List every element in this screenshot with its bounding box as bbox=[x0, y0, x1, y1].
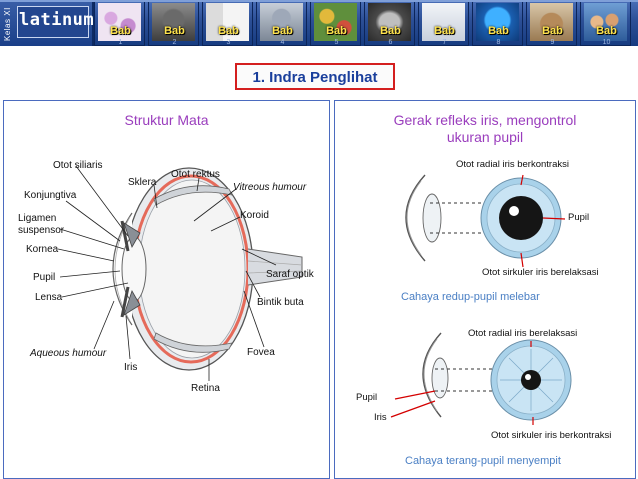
nav-bab-number: 1 bbox=[118, 39, 123, 46]
label-otot-siliaris: Otot siliaris bbox=[53, 160, 103, 171]
label-sklera: Sklera bbox=[128, 177, 157, 188]
nav-bab-number: 8 bbox=[496, 39, 501, 46]
caption-bright-light: Cahaya terang-pupil menyempit bbox=[405, 455, 561, 467]
nav-bab-label: Bab bbox=[272, 25, 293, 37]
bab-thumbnail-image bbox=[476, 3, 519, 41]
bab-thumbnail-image bbox=[368, 3, 411, 41]
bab-thumbnail-image bbox=[530, 3, 573, 41]
nav-bab-number: 5 bbox=[334, 39, 339, 46]
bab-thumbnail-image bbox=[314, 3, 357, 41]
logo-vertical-text: Kelas XI bbox=[3, 7, 12, 41]
label-konjungtiva: Konjungtiva bbox=[24, 190, 77, 201]
nav-bab-5[interactable]: Bab 5 bbox=[310, 0, 361, 46]
bab-thumbnail-image bbox=[260, 3, 303, 41]
iris-reflex-heading-line2: ukuran pupil bbox=[446, 129, 524, 145]
bab-thumbnail-image bbox=[98, 3, 141, 41]
label-vitreous-humour: Vitreous humour bbox=[233, 182, 307, 193]
nav-bab-label: Bab bbox=[542, 25, 563, 37]
bab-thumbnail-image bbox=[206, 3, 249, 41]
logo-box bbox=[17, 6, 89, 38]
nav-bab-2[interactable]: Bab 2 bbox=[148, 0, 199, 46]
nav-bab-7[interactable]: Bab 7 bbox=[418, 0, 469, 46]
nav-bab-label: Bab bbox=[164, 25, 185, 37]
nav-bab-label: Bab bbox=[380, 25, 401, 37]
nav-bab-label: Bab bbox=[326, 25, 347, 37]
label-pupil-top: Pupil bbox=[568, 212, 590, 223]
nav-bab-label: Bab bbox=[596, 25, 617, 37]
label-radial-contract: Otot radial iris berkontraksi bbox=[456, 159, 569, 170]
eye-cross-section-diagram bbox=[57, 161, 303, 381]
nav-bab-label: Bab bbox=[110, 25, 131, 37]
label-aqueous-humour: Aqueous humour bbox=[30, 348, 107, 359]
logo-text: latinum bbox=[19, 10, 95, 30]
page-title-box: 1. Indra Penglihat bbox=[235, 63, 395, 90]
nav-bab-number: 10 bbox=[602, 39, 611, 46]
label-pupil-bottom: Pupil bbox=[356, 392, 378, 403]
label-sirkuler-relax: Otot sirkuler iris berelaksasi bbox=[482, 267, 599, 278]
nav-bab-label: Bab bbox=[434, 25, 455, 37]
bab-thumbnail-image bbox=[152, 3, 195, 41]
nav-bab-number: 7 bbox=[442, 39, 447, 46]
nav-bab-number: 9 bbox=[550, 39, 555, 46]
logo[interactable]: Kelas XI latinum bbox=[0, 0, 94, 46]
bab-thumbnail-image bbox=[584, 3, 627, 41]
nav-bab-4[interactable]: Bab 4 bbox=[256, 0, 307, 46]
label-otot-rektus: Otot rektus bbox=[171, 169, 220, 180]
label-saraf-optik: Saraf optik bbox=[266, 269, 314, 280]
label-fovea: Fovea bbox=[247, 347, 275, 358]
label-lensa: Lensa bbox=[35, 292, 63, 303]
label-iris: Iris bbox=[124, 362, 138, 373]
nav-bab-1[interactable]: Bab 1 bbox=[94, 0, 145, 46]
bab-thumbnail-image bbox=[422, 3, 465, 41]
eye-structure-heading: Struktur Mata bbox=[124, 112, 209, 128]
iris-reflex-diagrams bbox=[390, 174, 572, 425]
nav-bab-8[interactable]: Bab 8 bbox=[472, 0, 523, 46]
label-pupil: Pupil bbox=[33, 272, 56, 283]
label-ligamen: Ligamen bbox=[18, 213, 57, 224]
label-radial-relax: Otot radial iris berelaksasi bbox=[468, 328, 578, 339]
nav-bab-3[interactable]: Bab 3 bbox=[202, 0, 253, 46]
nav-bab-number: 4 bbox=[280, 39, 285, 46]
page-title: 1. Indra Penglihat bbox=[252, 69, 378, 86]
nav-bab-label: Bab bbox=[488, 25, 509, 37]
iris-reflex-panel: Gerak refleks iris, mengontrol ukuran pu… bbox=[334, 100, 636, 479]
label-sirkuler-contract: Otot sirkuler iris berkontraksi bbox=[491, 430, 612, 441]
nav-bab-6[interactable]: Bab 6 bbox=[364, 0, 415, 46]
nav-bab-10[interactable]: Bab 10 bbox=[580, 0, 631, 46]
label-bintik-buta: Bintik buta bbox=[257, 297, 304, 308]
nav-bab-number: 6 bbox=[388, 39, 393, 46]
label-suspensor: suspensor bbox=[18, 225, 65, 236]
nav-bab-number: 3 bbox=[226, 39, 231, 46]
iris-reflex-heading-line1: Gerak refleks iris, mengontrol bbox=[393, 112, 577, 128]
top-navigation-bar: Kelas XI latinum Bab 1 Bab 2 Bab 3 Bab 4… bbox=[0, 0, 638, 46]
eye-structure-panel: Struktur Mata bbox=[3, 100, 330, 479]
label-kornea: Kornea bbox=[26, 244, 59, 255]
nav-bab-9[interactable]: Bab 9 bbox=[526, 0, 577, 46]
caption-dim-light: Cahaya redup-pupil melebar bbox=[401, 291, 540, 303]
nav-bab-number: 2 bbox=[172, 39, 177, 46]
label-koroid: Koroid bbox=[240, 210, 269, 221]
label-iris-bottom: Iris bbox=[374, 412, 387, 423]
label-retina: Retina bbox=[191, 383, 220, 394]
nav-bab-label: Bab bbox=[218, 25, 239, 37]
